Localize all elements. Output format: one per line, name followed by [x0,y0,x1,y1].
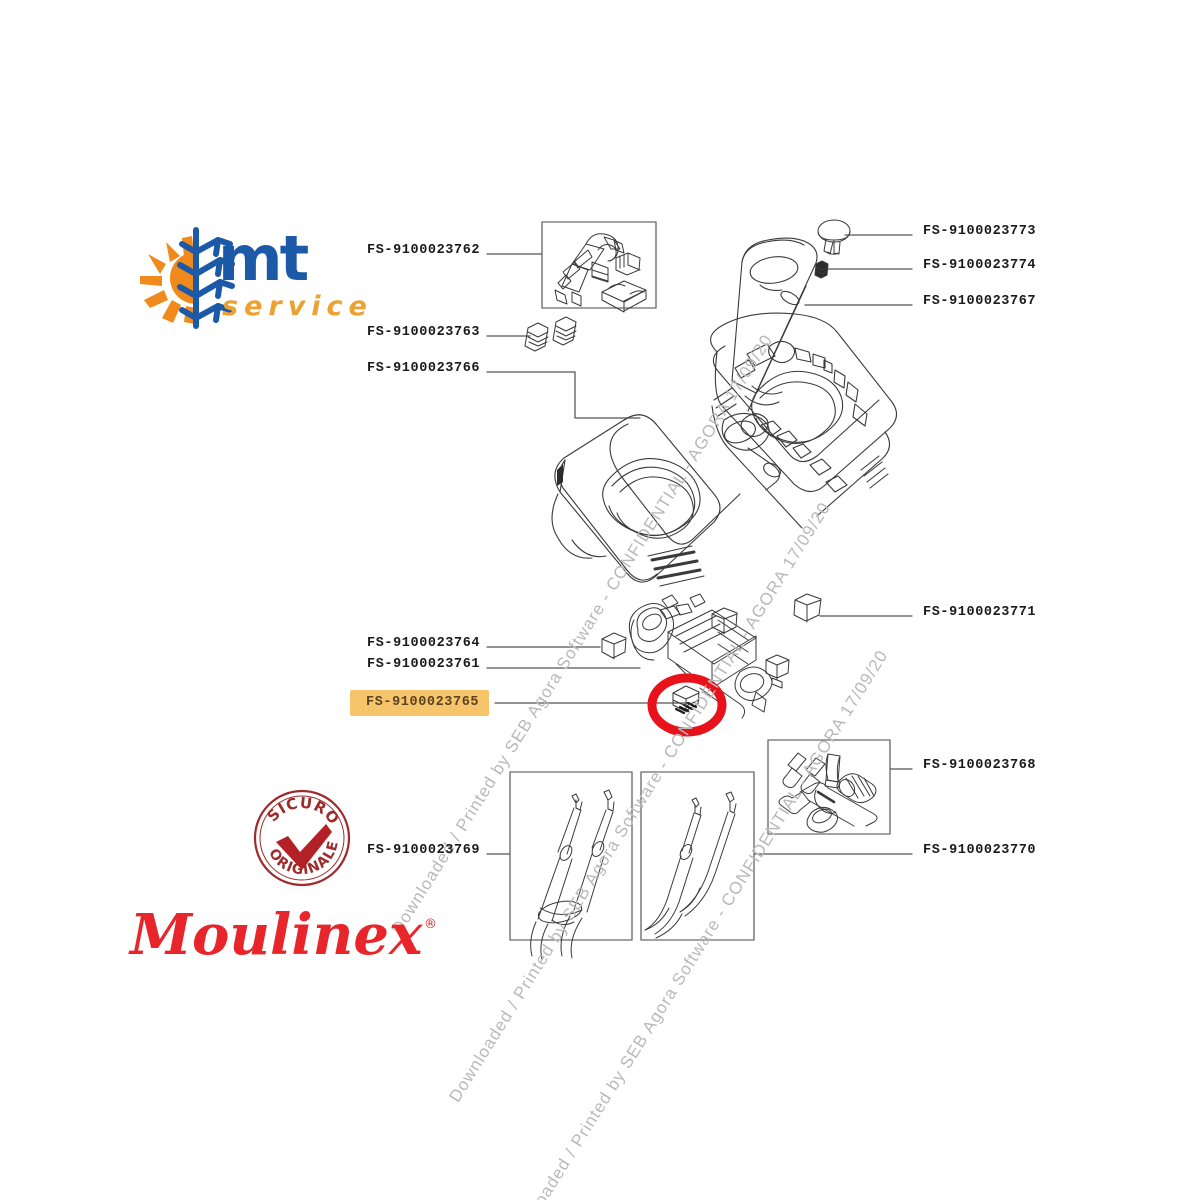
part-handle-lever [731,237,818,412]
detail-box-frames [509,221,891,941]
part-label-fs-9100023770[interactable]: FS-9100023770 [923,843,1037,858]
part-label-fs-9100023762[interactable]: FS-9100023762 [367,243,481,258]
snowflake-icon [177,227,235,329]
part-label-fs-9100023771[interactable]: FS-9100023771 [923,605,1037,620]
part-motor-gearbox [628,593,773,719]
moulinex-logo: Moulinex ® [128,902,437,968]
part-screw [814,260,829,279]
part-label-fs-9100023768[interactable]: FS-9100023768 [923,758,1037,773]
part-eject-button [817,219,851,255]
sicuro-originale-badge: SICURO ORIGINALE [253,789,351,887]
part-switch-assembly [554,233,647,313]
part-grommets [524,316,577,352]
mt-wordmark: mt [218,222,309,295]
part-cord-kit [778,752,878,833]
part-label-fs-9100023764[interactable]: FS-9100023764 [367,636,481,651]
part-beaters-pair [530,789,615,961]
part-label-fs-9100023774[interactable]: FS-9100023774 [923,258,1037,273]
part-label-fs-9100023766[interactable]: FS-9100023766 [367,361,481,376]
leader-lines-right [753,234,913,855]
part-dough-hooks [644,791,737,939]
part-label-fs-9100023773[interactable]: FS-9100023773 [923,224,1037,239]
part-label-fs-9100023763[interactable]: FS-9100023763 [367,325,481,340]
part-highlighted-23765 [672,685,700,715]
red-highlight-ellipse [647,673,727,737]
part-label-fs-9100023765-highlighted[interactable]: FS-9100023765 [350,690,490,716]
part-upper-housing-right [710,312,898,529]
part-label-fs-9100023767[interactable]: FS-9100023767 [923,294,1037,309]
leader-lines-left [486,253,691,855]
mt-service-logo-mark [140,227,235,329]
loose-small-parts [601,593,822,689]
check-icon [276,824,332,870]
part-label-fs-9100023769[interactable]: FS-9100023769 [367,843,481,858]
part-label-fs-9100023761[interactable]: FS-9100023761 [367,657,481,672]
part-lower-housing-left [551,414,741,587]
moulinex-wordmark: Moulinex [128,902,423,968]
mt-service-subtitle: service [222,291,373,322]
registered-trademark-icon: ® [424,917,437,932]
